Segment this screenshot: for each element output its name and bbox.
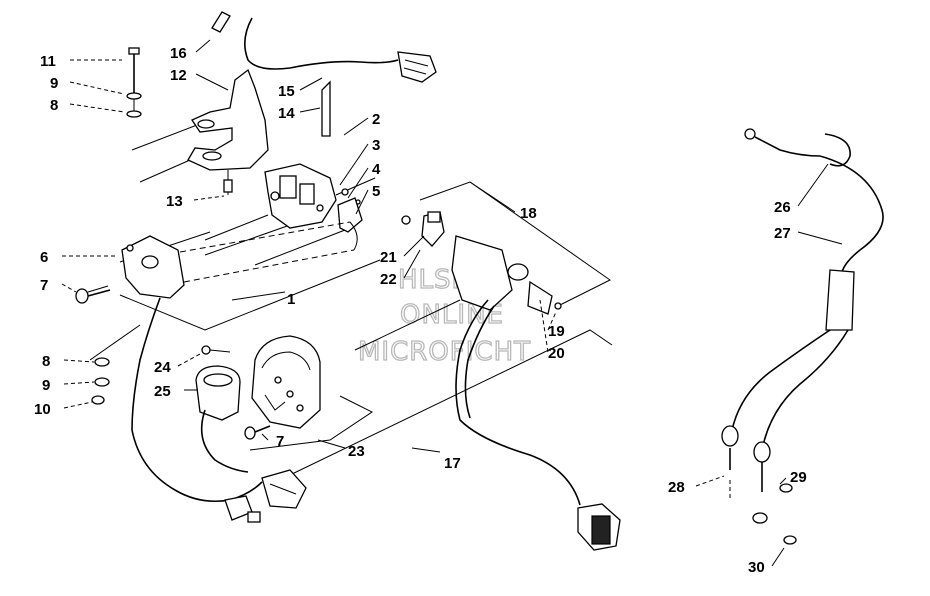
screw-7-left bbox=[75, 285, 111, 304]
washer-9-top bbox=[126, 92, 142, 100]
callout-23: 23 bbox=[348, 443, 365, 460]
bracket-part-12 bbox=[187, 68, 269, 195]
clip-14 bbox=[321, 80, 331, 137]
housing-23-body bbox=[251, 335, 321, 429]
screw-24 bbox=[201, 345, 211, 355]
terminal-16 bbox=[211, 11, 231, 33]
leader-18 bbox=[469, 181, 516, 213]
fitting-30 bbox=[752, 512, 768, 524]
bolt-bracket-2 bbox=[139, 159, 191, 183]
switch-18-parts bbox=[401, 211, 562, 315]
callout-21: 21 bbox=[380, 249, 397, 266]
callout-9-bottom: 9 bbox=[42, 377, 50, 394]
leader-1 bbox=[231, 291, 286, 301]
group-18-box bbox=[419, 181, 611, 306]
leader-lines bbox=[61, 39, 843, 567]
callout-30: 30 bbox=[748, 559, 765, 576]
callout-13: 13 bbox=[166, 193, 183, 210]
connector-17 bbox=[577, 503, 621, 551]
ring-30 bbox=[783, 535, 797, 545]
callout-7-left: 7 bbox=[40, 277, 48, 294]
callout-5: 5 bbox=[372, 183, 380, 200]
washer-8-top bbox=[126, 110, 142, 118]
screw-19 bbox=[554, 302, 562, 310]
screw-7-center bbox=[244, 425, 271, 440]
callout-11: 11 bbox=[40, 53, 56, 70]
callout-15: 15 bbox=[278, 83, 295, 100]
bracket-body bbox=[187, 68, 269, 171]
switch-body-18 bbox=[451, 235, 513, 311]
wire-25 bbox=[200, 409, 249, 473]
callout-9-top: 9 bbox=[50, 75, 58, 92]
callout-28: 28 bbox=[668, 479, 685, 496]
washers-8-9-10 bbox=[91, 357, 110, 405]
callout-26: 26 bbox=[774, 199, 791, 216]
callout-numbers: 11 9 8 16 12 15 14 13 2 3 4 5 6 7 1 8 9 … bbox=[34, 45, 807, 576]
leader-17 bbox=[411, 447, 441, 453]
callout-10: 10 bbox=[34, 401, 51, 418]
callout-22: 22 bbox=[380, 271, 397, 288]
callout-8-bottom: 8 bbox=[42, 353, 50, 370]
watermark-line-3: MICROFICHT bbox=[358, 337, 531, 367]
wire-17 bbox=[455, 299, 581, 506]
callout-19: 19 bbox=[548, 323, 565, 340]
cable-27 bbox=[819, 155, 884, 273]
callout-17: 17 bbox=[444, 455, 461, 472]
bracket-hole-bottom bbox=[202, 151, 222, 161]
group-1-line bbox=[119, 259, 381, 331]
connector-15 bbox=[397, 51, 437, 83]
callout-29: 29 bbox=[790, 469, 807, 486]
callout-14: 14 bbox=[278, 105, 295, 122]
washer-bracket bbox=[89, 324, 141, 361]
leader-23 bbox=[317, 439, 346, 449]
callout-27: 27 bbox=[774, 225, 791, 242]
group-17-line bbox=[289, 329, 613, 476]
throttle-housing-23 bbox=[251, 335, 321, 429]
callout-25: 25 bbox=[154, 383, 171, 400]
group-17-upper bbox=[354, 299, 461, 351]
dash-line-b bbox=[204, 224, 291, 256]
callout-6: 6 bbox=[40, 249, 48, 266]
callout-16: 16 bbox=[170, 45, 187, 62]
sleeve-27 bbox=[825, 269, 855, 331]
heater-cable-26-27 bbox=[721, 128, 884, 545]
switch-housing-2 bbox=[204, 163, 376, 241]
callout-4: 4 bbox=[372, 161, 381, 178]
screw-21 bbox=[401, 215, 411, 225]
callout-18: 18 bbox=[520, 205, 537, 222]
callout-20: 20 bbox=[548, 345, 565, 362]
callout-1: 1 bbox=[287, 291, 295, 308]
group-23-box bbox=[249, 395, 373, 451]
loop-26 bbox=[824, 133, 851, 167]
end-cap-26 bbox=[744, 128, 756, 140]
bolt-head bbox=[128, 47, 140, 55]
knob-part-25 bbox=[195, 345, 249, 473]
clamp-part-6 bbox=[121, 221, 358, 299]
wire-15 bbox=[244, 17, 399, 70]
spring-3 bbox=[341, 188, 349, 196]
callout-2: 2 bbox=[372, 111, 380, 128]
callout-8-top: 8 bbox=[50, 97, 58, 114]
dash-line-a bbox=[254, 229, 346, 266]
callout-3: 3 bbox=[372, 137, 380, 154]
wire-harness-15 bbox=[211, 11, 437, 137]
bracket-hole-top bbox=[197, 119, 215, 129]
callout-12: 12 bbox=[170, 67, 187, 84]
callout-24: 24 bbox=[154, 359, 171, 376]
bolt-part-11 bbox=[126, 47, 142, 118]
connector-left bbox=[224, 469, 307, 523]
clip-29 bbox=[779, 483, 793, 493]
handlebar-tube bbox=[179, 221, 351, 253]
callout-7-center: 7 bbox=[276, 433, 284, 450]
